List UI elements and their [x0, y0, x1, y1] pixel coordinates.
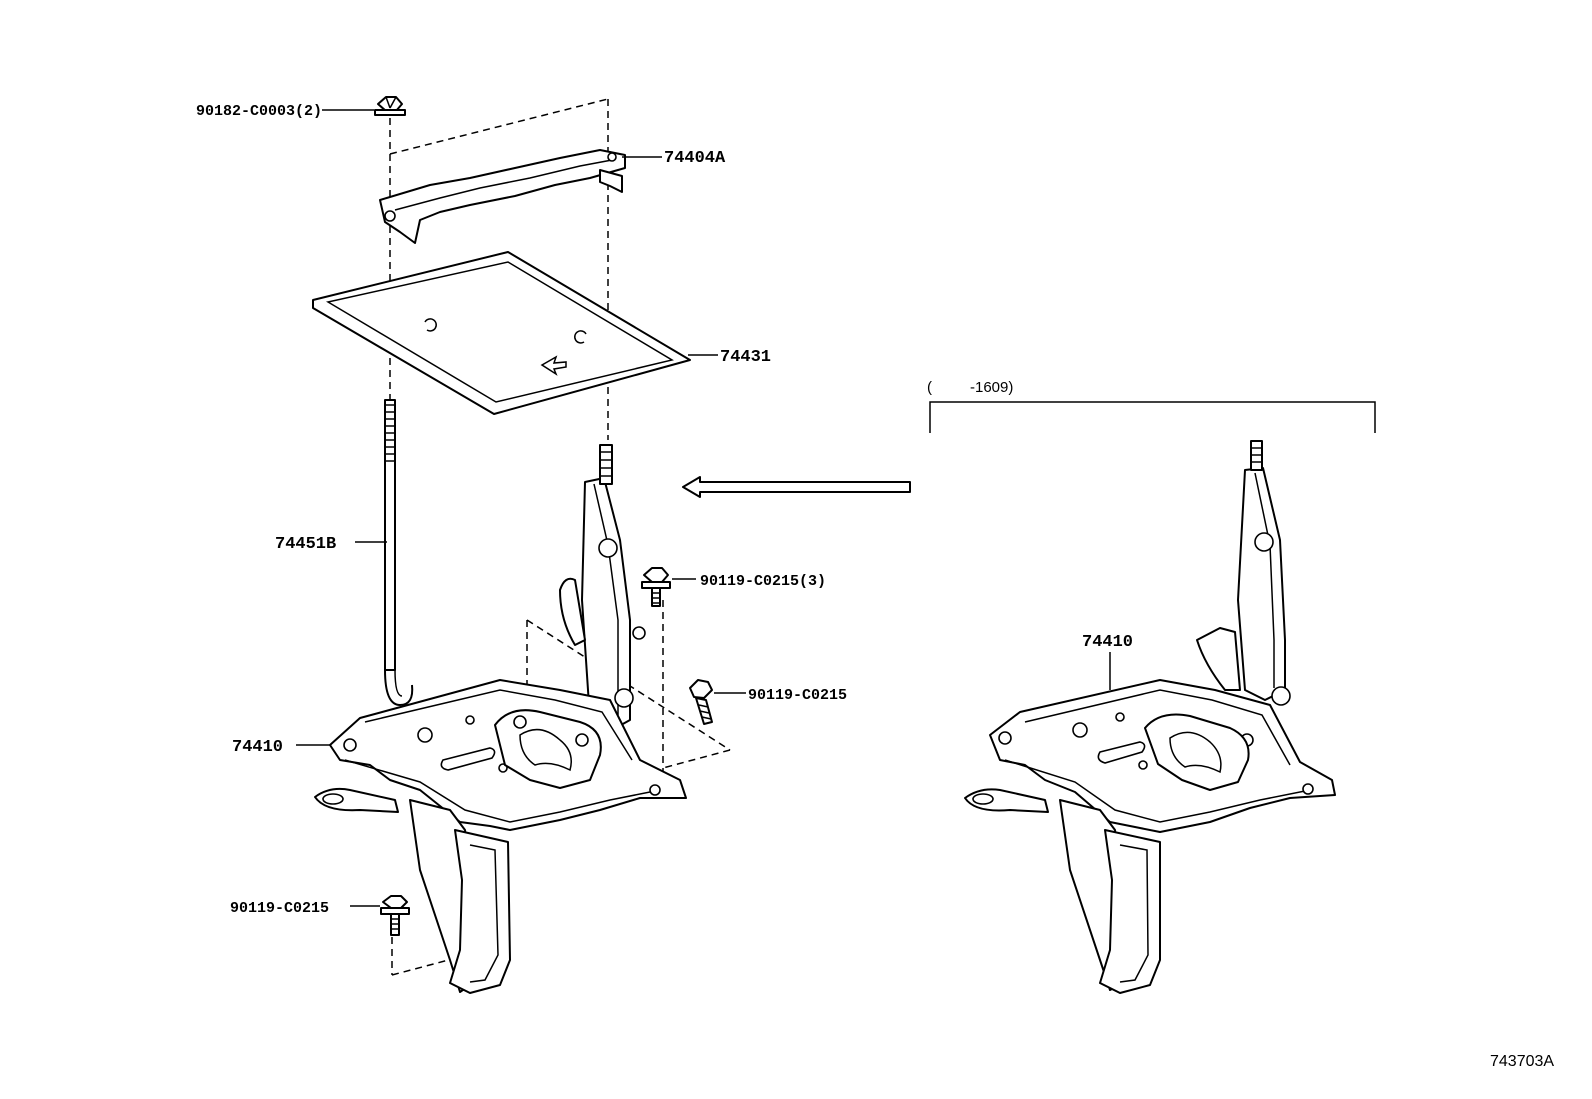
label-90182-c0003: 90182-C0003(2): [196, 103, 322, 120]
hold-down-bracket: [379, 149, 626, 244]
label-74410-right: 74410: [1082, 633, 1133, 652]
variant-bracket: [929, 401, 1376, 433]
bolt-90119-lower-icon: [380, 895, 410, 936]
figure-number: 743703A: [1490, 1053, 1554, 1070]
label-90119-c0215-bottom: 90119-C0215: [230, 900, 329, 917]
battery-tray: [312, 251, 691, 415]
label-90119-c0215-3: 90119-C0215(3): [700, 573, 826, 590]
battery-carrier-right: [964, 440, 1336, 994]
battery-carrier-left: [314, 444, 687, 994]
nut-90182-icon: [374, 96, 406, 116]
variant-range-open: (: [927, 379, 932, 396]
label-74410-left: 74410: [232, 738, 283, 757]
bolt-90119-middle-icon: [689, 679, 713, 725]
label-74451b: 74451B: [275, 535, 336, 554]
hold-down-rod: [384, 399, 414, 706]
label-90119-c0215-mid: 90119-C0215: [748, 687, 847, 704]
variant-range-value: -1609): [970, 379, 1013, 396]
view-arrow-icon: [682, 476, 911, 498]
label-74431: 74431: [720, 348, 771, 367]
label-74404a: 74404A: [664, 149, 726, 168]
bolt-90119-upper-icon: [641, 567, 671, 607]
leader-lines-left: [296, 109, 746, 907]
